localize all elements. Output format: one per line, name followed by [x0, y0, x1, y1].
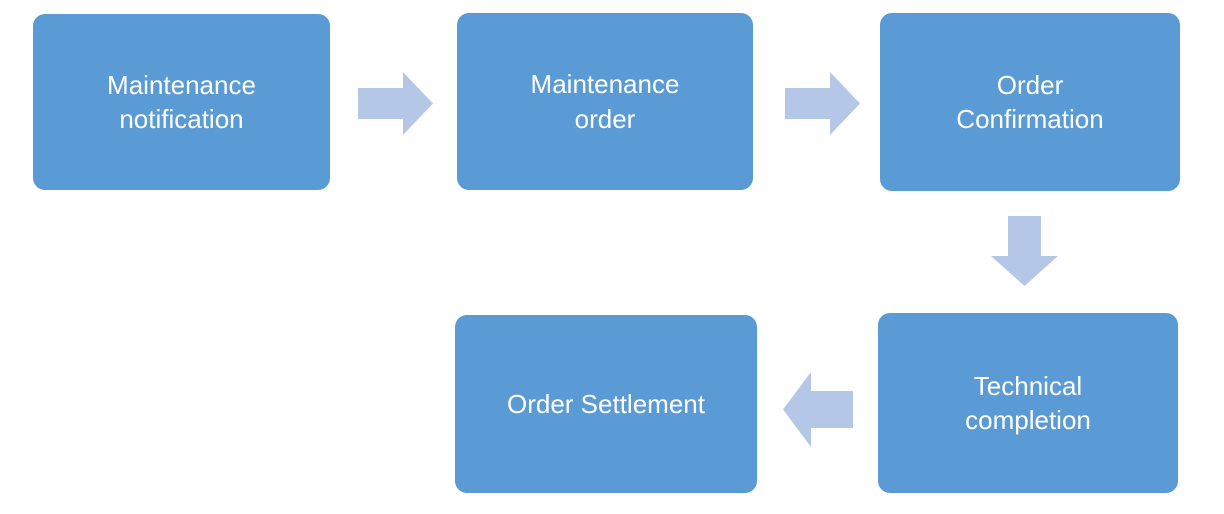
right-arrow-icon [785, 72, 860, 135]
node-maintenance-order: Maintenance order [457, 13, 753, 190]
down-arrow-icon [991, 216, 1058, 286]
node-order-settlement: Order Settlement [455, 315, 757, 493]
left-arrow-icon [783, 372, 853, 447]
node-order-confirmation: Order Confirmation [880, 13, 1180, 191]
flow-arrow-right-2 [785, 72, 860, 135]
flow-arrow-down [991, 216, 1058, 286]
node-technical-completion: Technical completion [878, 313, 1178, 493]
node-technical-completion-label: Technical completion [965, 370, 1091, 435]
flow-arrow-right-1 [358, 72, 433, 135]
node-maintenance-notification-label: Maintenance notification [107, 69, 256, 134]
node-maintenance-order-label: Maintenance order [530, 69, 680, 134]
right-arrow-icon [358, 72, 433, 135]
node-order-confirmation-label: Order Confirmation [956, 69, 1104, 134]
node-maintenance-notification: Maintenance notification [33, 14, 330, 190]
node-order-settlement-label: Order Settlement [507, 388, 705, 419]
flow-arrow-left [783, 372, 853, 447]
